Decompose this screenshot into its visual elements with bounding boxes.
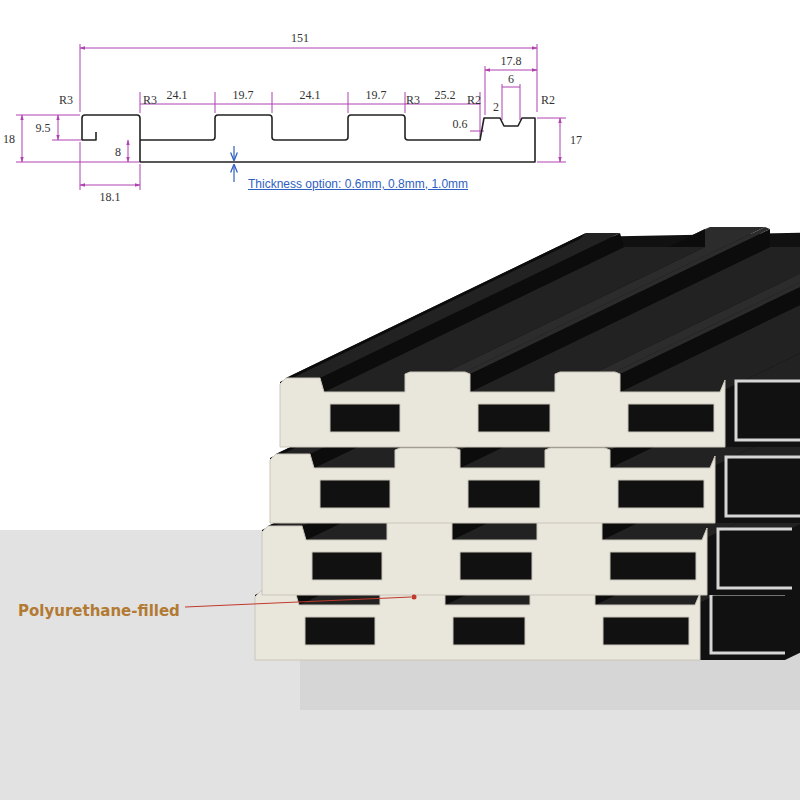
dimension-value: 25.2 — [435, 89, 456, 101]
panel-skin — [320, 233, 624, 392]
radius-label: R2 — [541, 94, 555, 106]
radius-label: R3 — [59, 94, 73, 106]
dimension-value: 24.1 — [167, 89, 188, 101]
dimension-value: 18.1 — [100, 191, 121, 203]
leader-dot — [412, 595, 417, 600]
radius-label: R3 — [143, 94, 157, 106]
dimension-value: 19.7 — [366, 89, 387, 101]
dimension-value: 17 — [570, 134, 582, 146]
dimension-value: 8 — [115, 146, 121, 158]
dimension-value: 151 — [291, 32, 309, 44]
metal-hook — [718, 529, 792, 588]
leader-line — [185, 597, 411, 607]
dimension-lines — [16, 44, 566, 190]
foam-section — [255, 585, 700, 660]
callout-label: Polyurethane-filled — [18, 604, 180, 619]
metal-hook — [711, 594, 785, 653]
panel-skin — [280, 233, 586, 384]
dimension-value: 9.5 — [36, 122, 51, 134]
radius-label: R3 — [406, 94, 420, 106]
dimension-value: 18 — [3, 133, 15, 145]
dimension-value: 19.7 — [233, 89, 254, 101]
metal-hook — [736, 381, 800, 440]
panel-body — [280, 227, 800, 447]
dimension-value: 0.6 — [453, 118, 468, 130]
dimension-value: 6 — [508, 73, 514, 85]
profile-outline — [82, 115, 535, 162]
panel-stack — [255, 227, 800, 660]
metal-hook — [726, 457, 800, 516]
radius-label: R2 — [467, 94, 481, 106]
foam-section — [270, 448, 715, 523]
dimension-value: 2 — [493, 101, 499, 113]
dimension-value: 24.1 — [300, 89, 321, 101]
dimension-value: 17.8 — [501, 55, 522, 67]
foam-section — [280, 372, 725, 447]
thickness-arrows — [233, 146, 234, 182]
foam-section — [262, 520, 707, 595]
thickness-note: Thickness option: 0.6mm, 0.8mm, 1.0mm — [248, 178, 468, 190]
